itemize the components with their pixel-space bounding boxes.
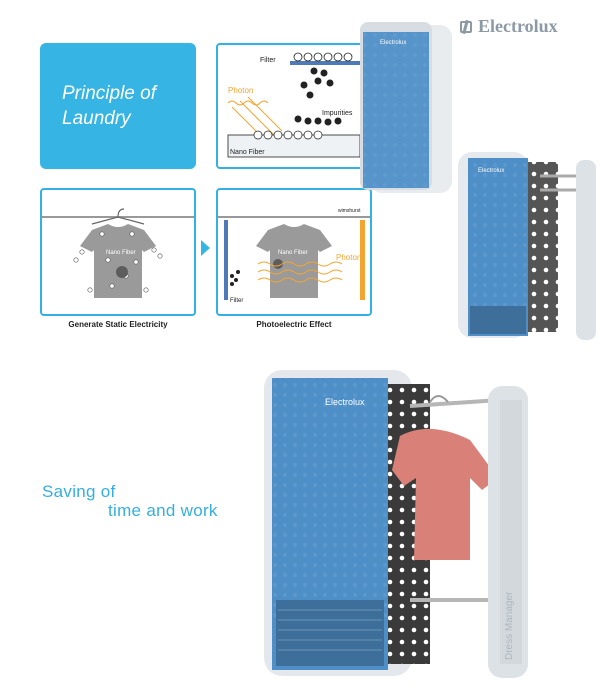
wimshurst-label: wimshurst [338,208,361,214]
photon-label-2: Photon [336,253,361,262]
impurities-label: Impurities [322,110,353,117]
svg-text:Electrolux: Electrolux [380,40,406,46]
shirt-shape [80,224,156,298]
principle-card: Principle of Laundry [40,43,196,169]
dress-manager-label: Dress Manager [504,591,515,660]
caption-photoelectric: Photoelectric Effect [256,320,332,329]
photon-diagram-panel: Filter Photon Impurities Nano Fiber [216,43,372,169]
filter-label: Filter [260,57,276,64]
device-front [264,370,528,678]
electrolux-mark-icon [460,20,472,33]
pink-shirt [392,428,498,560]
nano-fiber-label: Nano Fiber [230,149,265,156]
principle-title: Principle of Laundry [62,83,156,129]
filter-label-2: Filter [230,298,243,304]
brand-logo: Electrolux [460,16,558,37]
tagline-line-2: time and work [108,501,218,520]
nano-fiber-label-3: Nano Fiber [278,250,308,256]
tagline-line-1: Saving of [42,482,116,501]
brand-name: Electrolux [478,16,558,36]
photoelectric-diagram-panel: wimshurst Nano Fiber Photon Filter [216,188,372,316]
filter-bar [290,61,366,65]
device-back: Electrolux [360,22,452,193]
flow-arrow-icon [201,240,210,256]
photon-label: Photon [228,86,253,95]
device-middle: Electrolux [458,152,596,340]
static-diagram-panel: Nano Fiber [40,188,196,316]
front-logo-text: Electrolux [325,397,365,407]
caption-static: Generate Static Electricity [68,320,168,329]
nano-fiber-label-2: Nano Fiber [106,250,136,256]
svg-text:Electrolux: Electrolux [478,168,504,174]
